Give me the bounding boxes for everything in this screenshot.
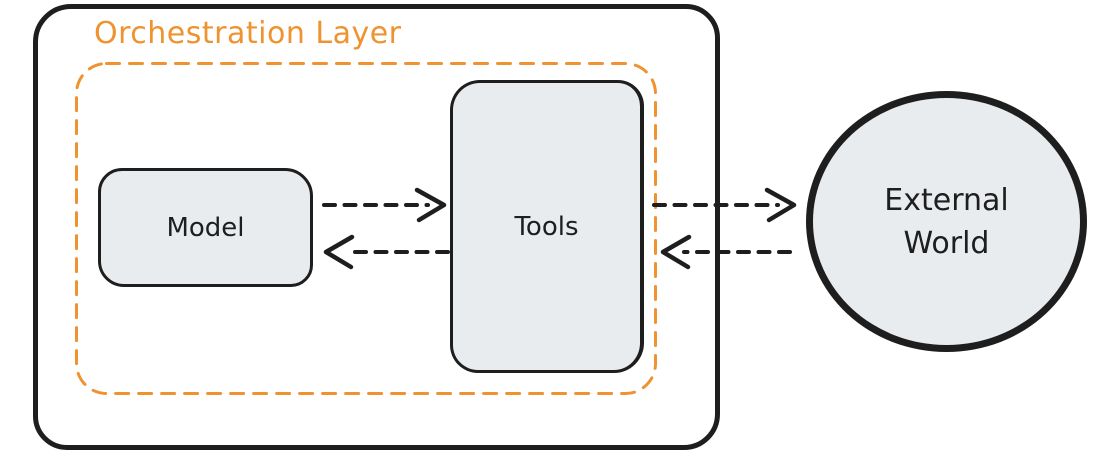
- tools-node-label: Tools: [514, 211, 579, 242]
- model-node: Model: [98, 168, 313, 287]
- tools-node: Tools: [450, 80, 644, 373]
- orchestration-layer-title: Orchestration Layer: [94, 16, 402, 51]
- outer-container-box: [33, 4, 720, 450]
- model-node-label: Model: [166, 212, 245, 243]
- external-world-node: External World: [806, 91, 1087, 352]
- external-world-label-line1: External: [884, 182, 1009, 218]
- external-world-label-line2: World: [903, 225, 990, 261]
